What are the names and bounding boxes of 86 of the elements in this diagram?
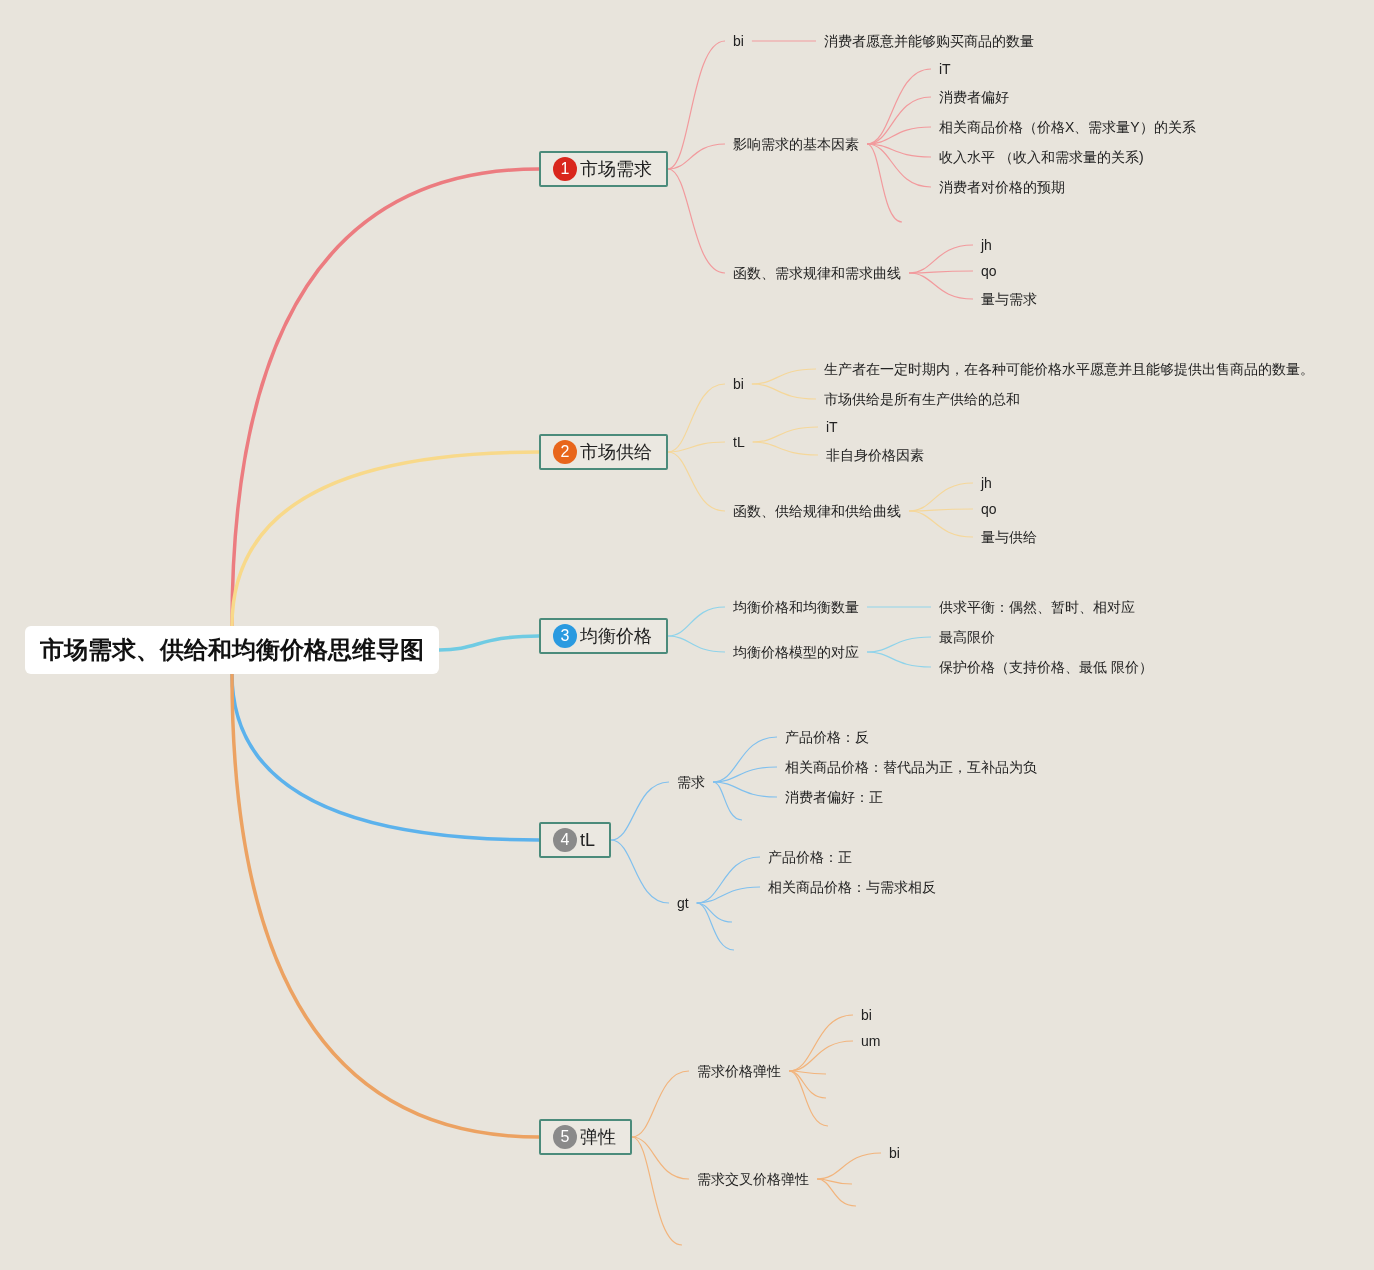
subtopic-label: bi	[725, 33, 752, 49]
branch-line	[230, 673, 540, 1139]
subtopic-label: 均衡价格模型的对应	[725, 644, 867, 660]
subtopic-label: 相关商品价格（价格X、需求量Y）的关系	[931, 119, 1204, 135]
branch-line	[816, 1152, 882, 1180]
branch-line	[908, 272, 974, 300]
branch-line	[696, 902, 735, 951]
subtopic-label: 量与需求	[973, 291, 1045, 307]
branch-line	[908, 510, 974, 538]
subtopic-label: 需求交叉价格弹性	[689, 1171, 817, 1187]
subtopic-label: jh	[973, 475, 1000, 491]
branch-line	[816, 1178, 857, 1207]
branch-line	[230, 450, 540, 627]
branch-line	[866, 606, 932, 608]
subtopic-label: 函数、需求规律和需求曲线	[725, 265, 909, 281]
subtopic-label: 最高限价	[931, 629, 1003, 645]
topic-label: 市场需求	[580, 158, 652, 181]
subtopic-label: 影响需求的基本因素	[725, 136, 867, 152]
subtopic-label: 消费者对价格的预期	[931, 179, 1073, 195]
branch-line	[438, 634, 540, 652]
branch-line	[752, 441, 819, 456]
subtopic-label: 相关商品价格：与需求相反	[760, 879, 944, 895]
branch-line	[667, 635, 726, 653]
subtopic-label: um	[853, 1033, 889, 1049]
branch-line	[788, 1070, 829, 1127]
branch-line	[866, 143, 903, 223]
branch-line	[712, 781, 743, 821]
subtopic-label: 生产者在一定时期内，在各种可能价格水平愿意并且能够提供出售商品的数量。	[816, 361, 1322, 377]
branch-line	[667, 606, 726, 637]
subtopic-label: gt	[669, 895, 697, 911]
subtopic-label: 产品价格：正	[760, 849, 860, 865]
branch-line	[712, 781, 778, 798]
subtopic-label: 函数、供给规律和供给曲线	[725, 503, 909, 519]
subtopic-label: 非自身价格因素	[818, 447, 932, 463]
topic-box	[539, 434, 668, 470]
branch-line	[696, 886, 761, 904]
subtopic-label: 消费者偏好：正	[777, 789, 891, 805]
topic-box	[539, 1119, 632, 1155]
branch-line	[866, 651, 932, 668]
number-badge: 2	[553, 440, 577, 464]
number-badge: 4	[553, 828, 577, 852]
topic-label: 均衡价格	[580, 625, 652, 648]
branch-line	[712, 766, 778, 783]
branch-line	[751, 40, 817, 42]
subtopic-label: 保护价格（支持价格、最低 限价）	[931, 659, 1161, 675]
branch-line	[667, 451, 726, 512]
branch-line	[667, 168, 726, 274]
subtopic-label: 产品价格：反	[777, 729, 877, 745]
subtopic-label: iT	[931, 61, 959, 77]
subtopic-label: 消费者愿意并能够购买商品的数量	[816, 33, 1042, 49]
number-badge: 1	[553, 157, 577, 181]
branch-line	[610, 781, 670, 841]
topic-label: 市场供给	[580, 441, 652, 464]
subtopic-label: jh	[973, 237, 1000, 253]
number-badge: 3	[553, 624, 577, 648]
subtopic-label: 供求平衡：偶然、暂时、相对应	[931, 599, 1143, 615]
subtopic-label: bi	[881, 1145, 908, 1161]
subtopic-label: 收入水平 （收入和需求量的关系)	[931, 149, 1152, 165]
subtopic-label: qo	[973, 263, 1005, 279]
branch-line	[610, 839, 670, 904]
subtopic-label: qo	[973, 501, 1005, 517]
subtopic-label: iT	[818, 419, 846, 435]
branch-line	[631, 1136, 690, 1180]
subtopic-label: bi	[725, 376, 752, 392]
branch-line	[631, 1070, 690, 1138]
subtopic-label: 相关商品价格：替代品为正，互补品为负	[777, 759, 1045, 775]
topic-box	[539, 151, 668, 187]
number-badge: 5	[553, 1125, 577, 1149]
subtopic-label: 消费者偏好	[931, 89, 1017, 105]
central-topic: 市场需求、供给和均衡价格思维导图	[25, 626, 439, 674]
subtopic-label: tL	[725, 434, 753, 450]
subtopic-label: 需求价格弹性	[689, 1063, 789, 1079]
branch-line	[667, 441, 726, 453]
topic-label: 弹性	[580, 1126, 616, 1149]
topic-box	[539, 822, 611, 858]
branch-line	[788, 1070, 827, 1075]
branch-line	[631, 1136, 683, 1246]
subtopic-label: 市场供给是所有生产供给的总和	[816, 391, 1028, 407]
subtopic-label: 量与供给	[973, 529, 1045, 545]
branch-line	[866, 636, 932, 653]
branch-line	[751, 383, 817, 400]
topic-label: tL	[580, 829, 595, 851]
subtopic-label: 需求	[669, 774, 713, 790]
subtopic-label: bi	[853, 1007, 880, 1023]
subtopic-label: 均衡价格和均衡数量	[725, 599, 867, 615]
topic-box	[539, 618, 668, 654]
